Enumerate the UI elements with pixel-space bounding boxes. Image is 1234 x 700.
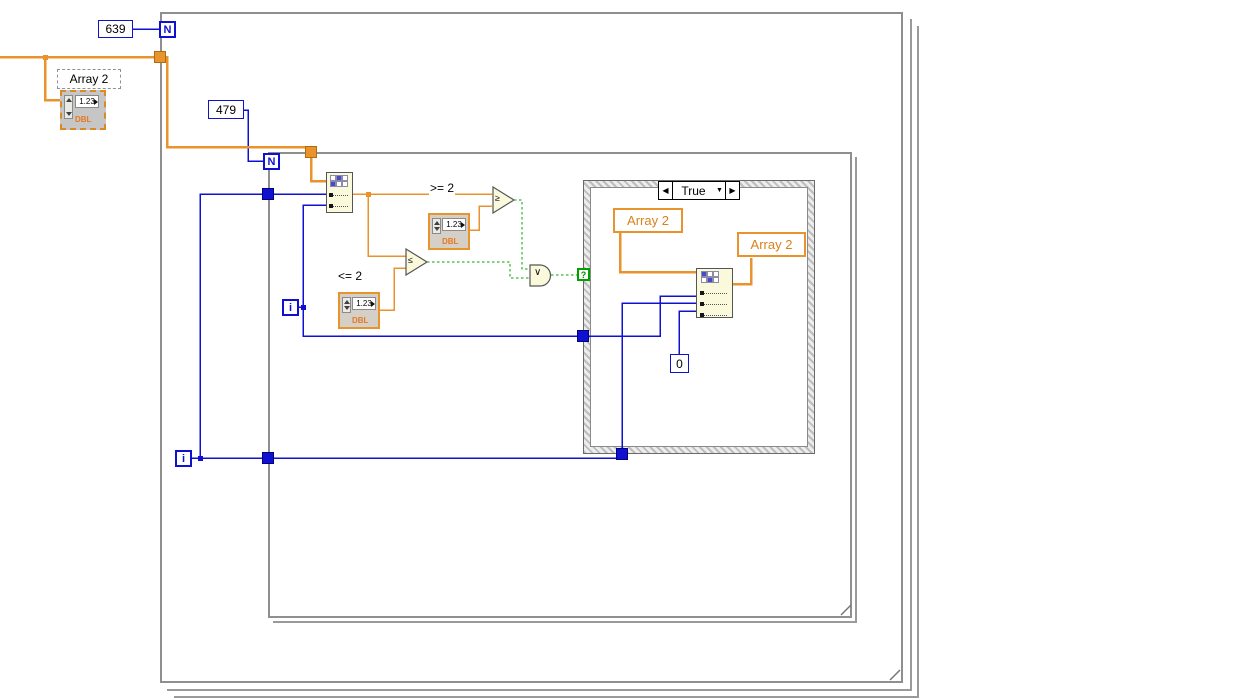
array-index-spinner-icon — [64, 95, 73, 119]
case-prev-button[interactable]: ◀ — [659, 182, 673, 199]
inner-loop-shadow-bottom — [273, 621, 857, 623]
wire-lte-to-or[interactable] — [427, 261, 530, 279]
iteration-terminal-label: i — [288, 301, 293, 314]
array-grid-icon — [330, 175, 348, 187]
dbl-constant-value: 1.23 — [352, 297, 376, 310]
wire-element-to-lte[interactable] — [367, 194, 406, 257]
wire-479-to-inner-N[interactable] — [243, 109, 264, 162]
wire-junction-dot — [366, 192, 371, 197]
comparison-triangle-icon — [492, 186, 516, 214]
index-input-row — [700, 311, 727, 317]
lte-label[interactable]: <= 2 — [337, 269, 364, 283]
wire-local-read-to-replace[interactable] — [618, 233, 697, 274]
wire-case-bottom-tunnel-to-replace[interactable] — [621, 302, 697, 453]
local-variable-array2-write[interactable]: Array 2 — [737, 232, 806, 257]
gte-label-text: >= 2 — [430, 181, 455, 195]
inner-loop-iteration-terminal[interactable]: i — [282, 299, 299, 316]
dbl-constant-value: 1.23 — [442, 218, 466, 231]
array-control-label[interactable]: Array 2 — [57, 69, 121, 89]
dbl-constant-lte[interactable]: 1.23 DBL — [338, 292, 380, 329]
wire-replace-to-local-write[interactable] — [732, 258, 753, 286]
local-variable-text: Array 2 — [750, 237, 793, 252]
gte-label[interactable]: >= 2 — [429, 181, 456, 195]
selector-terminal-glyph: ? — [580, 269, 587, 280]
case-bottom-tunnel[interactable] — [616, 448, 628, 460]
constant-text: 0 — [676, 356, 683, 371]
array-grid-icon — [701, 271, 719, 283]
dbl-constant-type: DBL — [352, 316, 369, 325]
array-control-label-text: Array 2 — [69, 72, 109, 86]
array-control-type: DBL — [75, 115, 92, 124]
case-left-tunnel[interactable] — [577, 330, 589, 342]
less-or-equal-node[interactable]: ≤ — [405, 248, 429, 276]
local-variable-array2-read[interactable]: Array 2 — [613, 208, 683, 233]
outer-loop-shadow-right-1 — [910, 19, 912, 691]
outer-loop-resize-handle[interactable] — [889, 669, 901, 681]
inner-loop-shadow-right — [855, 157, 857, 623]
wire-array-control-branch[interactable] — [43, 57, 62, 102]
wire-gte-to-or[interactable] — [514, 199, 530, 270]
increment-decrement-icon — [432, 218, 441, 234]
array-control-icon[interactable]: 1.23 DBL — [60, 90, 106, 130]
wire-junction-dot — [43, 55, 48, 60]
inner-loop-count-terminal[interactable]: N — [263, 153, 280, 170]
case-selector-label[interactable]: ◀ True ▼ ▶ — [658, 181, 740, 200]
index-input-row — [700, 289, 727, 295]
array-control-value: 1.23 — [75, 95, 99, 108]
or-node[interactable]: ∨ — [529, 263, 552, 288]
case-selector-terminal[interactable]: ? — [577, 268, 590, 281]
numeric-constant-639[interactable]: 639 — [98, 20, 133, 38]
wire-inner-i-branch[interactable] — [302, 204, 697, 337]
or-gate-icon — [529, 264, 552, 287]
count-terminal-label: N — [163, 23, 172, 36]
wire-outer-i-to-index-array[interactable] — [199, 193, 327, 458]
inner-loop-tunnel-outer-i-2[interactable] — [262, 452, 274, 464]
numeric-constant-479[interactable]: 479 — [208, 100, 244, 119]
lte-symbol-icon: ≤ — [408, 255, 413, 265]
iteration-terminal-label: i — [181, 452, 186, 465]
index-array-node[interactable] — [326, 172, 353, 213]
case-selector-value[interactable]: True — [681, 183, 706, 198]
constant-text: 479 — [215, 102, 237, 117]
greater-or-equal-node[interactable]: ≥ — [492, 186, 516, 214]
dbl-constant-type: DBL — [442, 237, 459, 246]
inner-loop-resize-handle[interactable] — [840, 604, 852, 616]
inner-loop-tunnel-outer-i[interactable] — [262, 188, 274, 200]
increment-decrement-icon — [342, 297, 351, 313]
constant-text: 639 — [105, 22, 126, 36]
local-variable-text: Array 2 — [627, 213, 669, 228]
count-terminal-label: N — [267, 155, 276, 168]
outer-loop-shadow-bottom-2 — [174, 696, 919, 698]
index-input-row — [700, 300, 727, 306]
outer-loop-iteration-terminal[interactable]: i — [175, 450, 192, 467]
outer-for-loop[interactable] — [160, 12, 903, 683]
replace-array-subset-node[interactable] — [696, 268, 733, 318]
inner-loop-tunnel-array[interactable] — [305, 146, 317, 158]
wire-array-input[interactable] — [0, 55, 327, 183]
outer-loop-shadow-right-2 — [917, 26, 919, 698]
case-menu-arrow-icon[interactable]: ▼ — [716, 187, 723, 194]
index-input-row — [329, 202, 348, 208]
outer-loop-shadow-bottom-1 — [167, 689, 912, 691]
numeric-constant-0[interactable]: 0 — [670, 354, 689, 373]
wire-zero-to-replace[interactable] — [678, 310, 697, 355]
lte-label-text: <= 2 — [338, 269, 363, 283]
dbl-constant-gte[interactable]: 1.23 DBL — [428, 213, 470, 250]
outer-loop-count-terminal[interactable]: N — [159, 21, 176, 38]
comparison-triangle-icon — [405, 248, 429, 276]
wire-gte-constant[interactable] — [468, 205, 492, 231]
index-input-row — [329, 191, 348, 197]
wire-junction-dot — [301, 305, 306, 310]
wire-junction-dot — [198, 456, 203, 461]
gte-symbol-icon: ≥ — [495, 193, 500, 203]
case-next-button[interactable]: ▶ — [725, 182, 739, 199]
inner-for-loop[interactable] — [268, 152, 852, 618]
outer-loop-tunnel-array[interactable] — [154, 51, 166, 63]
or-symbol-icon: ∨ — [534, 267, 542, 278]
wire-lte-constant[interactable] — [378, 267, 406, 311]
